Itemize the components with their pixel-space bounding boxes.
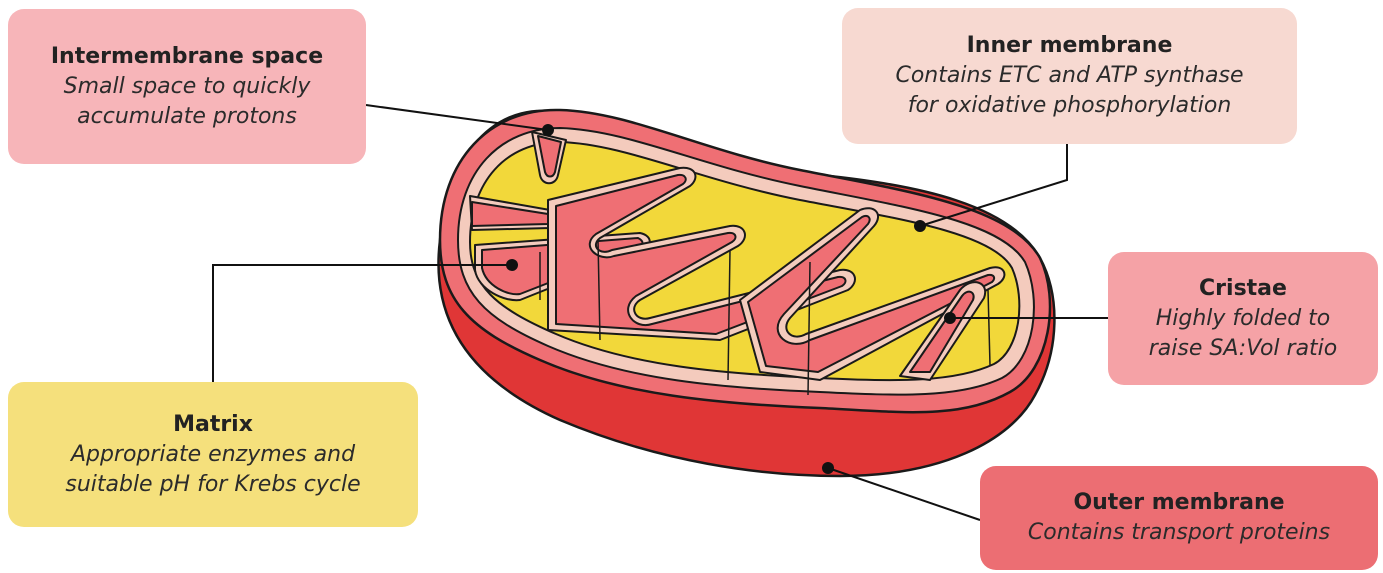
intermembrane-desc-line-2: accumulate protons xyxy=(8,102,366,132)
dot-inner xyxy=(914,220,926,232)
outer-desc-line-1: Contains transport proteins xyxy=(980,518,1378,548)
intermembrane-desc-line-1: Small space to quickly xyxy=(8,72,366,102)
label-outer-membrane: Outer membrane Contains transport protei… xyxy=(980,466,1378,570)
cristae-desc-line-1: Highly folded to xyxy=(1108,304,1378,334)
matrix-desc-line-1: Appropriate enzymes and xyxy=(8,440,418,470)
matrix-desc-line-2: suitable pH for Krebs cycle xyxy=(8,470,418,500)
inner-desc-line-1: Contains ETC and ATP synthase xyxy=(842,61,1297,91)
dot-outer xyxy=(822,462,834,474)
leader-outer xyxy=(828,468,980,520)
label-matrix: Matrix Appropriate enzymes and suitable … xyxy=(8,382,418,527)
matrix-title: Matrix xyxy=(8,410,418,440)
dot-matrix xyxy=(506,259,518,271)
inner-desc-line-2: for oxidative phosphorylation xyxy=(842,91,1297,121)
dot-cristae xyxy=(944,312,956,324)
cristae-desc-line-2: raise SA:Vol ratio xyxy=(1108,334,1378,364)
outer-title: Outer membrane xyxy=(980,488,1378,518)
inner-title: Inner membrane xyxy=(842,31,1297,61)
dot-intermembrane xyxy=(542,124,554,136)
cristae-title: Cristae xyxy=(1108,274,1378,304)
label-inner-membrane: Inner membrane Contains ETC and ATP synt… xyxy=(842,8,1297,144)
label-intermembrane-space: Intermembrane space Small space to quick… xyxy=(8,9,366,164)
intermembrane-title: Intermembrane space xyxy=(8,42,366,72)
label-cristae: Cristae Highly folded to raise SA:Vol ra… xyxy=(1108,252,1378,385)
